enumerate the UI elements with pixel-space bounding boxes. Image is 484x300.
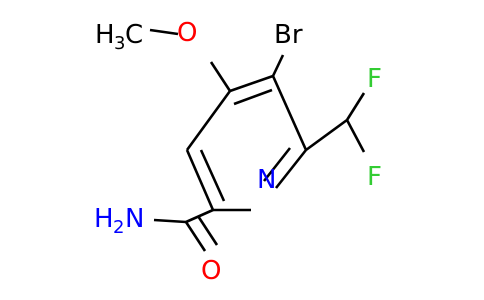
atom-amide-h: H [94, 204, 114, 234]
bond-c3-br [271, 54, 285, 77]
bond-c4-c5 [185, 90, 232, 151]
atom-br: Br [274, 20, 303, 50]
bond-n-c2-double [262, 147, 292, 182]
bond-c5-c6 [185, 149, 215, 211]
bond-cf2h-f-upper [345, 92, 366, 121]
atom-methyl-c: C [125, 20, 143, 50]
atom-amide-subscript: 2 [113, 217, 124, 238]
bond-camide-n [153, 218, 187, 224]
bond-c5-c6-double [199, 149, 226, 202]
bond-c3-c4 [229, 74, 274, 93]
atom-f-lower: F [367, 162, 382, 192]
bond-c2-cf2h [305, 118, 348, 152]
atom-methyl-subscript: 3 [114, 33, 125, 54]
atom-methyl-h: H [95, 20, 115, 50]
atom-o-methoxy: O [177, 18, 197, 48]
atom-labels: Br O H 3 C F F N H 2 N O [94, 18, 382, 286]
bond-n-c2 [274, 149, 308, 189]
atom-n-ring: N [257, 165, 276, 195]
bond-c3-c2 [271, 75, 308, 151]
bond-o-ch3 [149, 28, 179, 36]
bond-camide-o-double [196, 215, 219, 246]
bond-cf2h-f-lower [345, 119, 366, 153]
atom-o-carbonyl: O [201, 256, 221, 286]
bonds [149, 28, 366, 252]
atom-f-upper: F [367, 64, 382, 94]
bond-camide-o [184, 221, 207, 252]
atom-amide-n: N [125, 204, 144, 234]
bond-c4-o [209, 61, 232, 92]
bond-c4-c3-double [233, 88, 273, 106]
